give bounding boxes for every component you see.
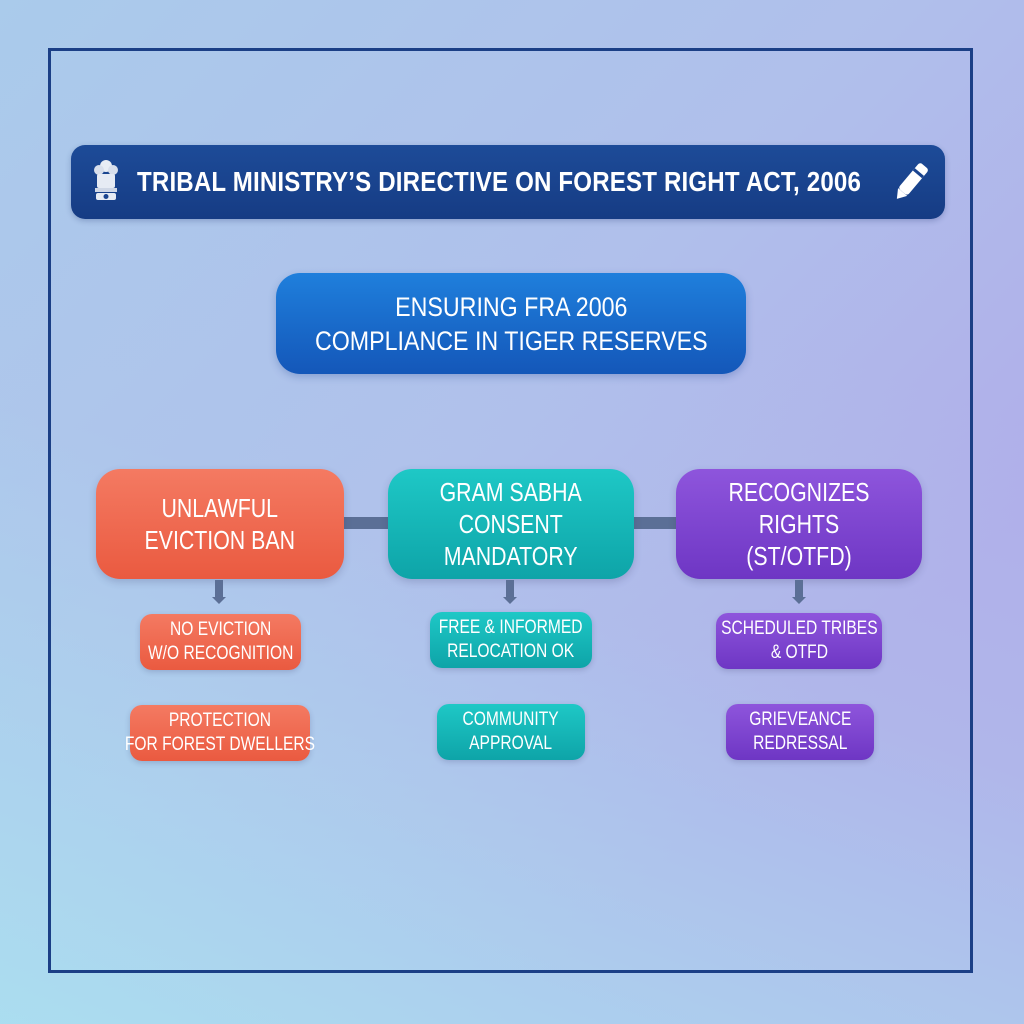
connector-left xyxy=(343,517,389,529)
state-emblem-icon xyxy=(94,160,118,200)
category-recognizes-rights: RECOGNIZES RIGHTS (ST/OTFD) xyxy=(676,469,922,579)
arrow-down-icon xyxy=(792,580,806,604)
arrow-down-icon xyxy=(212,580,226,604)
category-title-line: MANDATORY xyxy=(444,541,578,571)
item-scheduled-tribes: SCHEDULED TRIBES & OTFD xyxy=(716,613,882,669)
item-line: FREE & INFORMED xyxy=(439,617,583,638)
category-title-line: (ST/OTFD) xyxy=(746,541,852,571)
arrow-down-icon xyxy=(503,580,517,604)
item-line: RELOCATION OK xyxy=(447,641,575,662)
category-title-line: EVICTION BAN xyxy=(144,525,296,555)
category-title-line: CONSENT xyxy=(458,509,564,539)
item-line: GRIEVEANCE xyxy=(748,709,852,730)
item-grievance-redressal: GRIEVEANCE REDRESSAL xyxy=(726,704,874,760)
item-line: SCHEDULED TRIBES xyxy=(720,618,878,639)
connector-right xyxy=(632,517,678,529)
item-line: REDRESSAL xyxy=(752,733,848,754)
item-free-informed-relocation: FREE & INFORMED RELOCATION OK xyxy=(430,612,592,668)
item-line: & OTFD xyxy=(770,642,828,663)
pen-icon xyxy=(896,163,928,199)
title-text: TRIBAL MINISTRY’S DIRECTIVE ON FOREST RI… xyxy=(137,166,862,197)
category-unlawful-eviction-ban: UNLAWFUL EVICTION BAN xyxy=(96,469,344,579)
item-no-eviction: NO EVICTION W/O RECOGNITION xyxy=(140,614,301,670)
item-line: COMMUNITY xyxy=(462,709,560,730)
title-banner: TRIBAL MINISTRY’S DIRECTIVE ON FOREST RI… xyxy=(71,145,945,219)
item-line: PROTECTION xyxy=(168,710,272,731)
item-line: NO EVICTION xyxy=(169,619,272,640)
main-topic-line2: COMPLIANCE IN TIGER RESERVES xyxy=(314,325,708,356)
item-line: W/O RECOGNITION xyxy=(147,643,294,664)
item-community-approval: COMMUNITY APPROVAL xyxy=(437,704,585,760)
outer-frame xyxy=(48,48,973,973)
main-topic-box: ENSURING FRA 2006 COMPLIANCE IN TIGER RE… xyxy=(276,273,746,374)
category-title-line: GRAM SABHA xyxy=(439,477,583,507)
item-line: FOR FOREST DWELLERS xyxy=(124,734,316,755)
item-protection: PROTECTION FOR FOREST DWELLERS xyxy=(125,705,315,761)
category-title-line: UNLAWFUL xyxy=(161,493,279,523)
category-gram-sabha-consent: GRAM SABHA CONSENT MANDATORY xyxy=(388,469,634,579)
main-topic-line1: ENSURING FRA 2006 xyxy=(394,291,628,322)
item-line: APPROVAL xyxy=(469,733,553,754)
category-title-line: RECOGNIZES RIGHTS xyxy=(728,477,870,539)
